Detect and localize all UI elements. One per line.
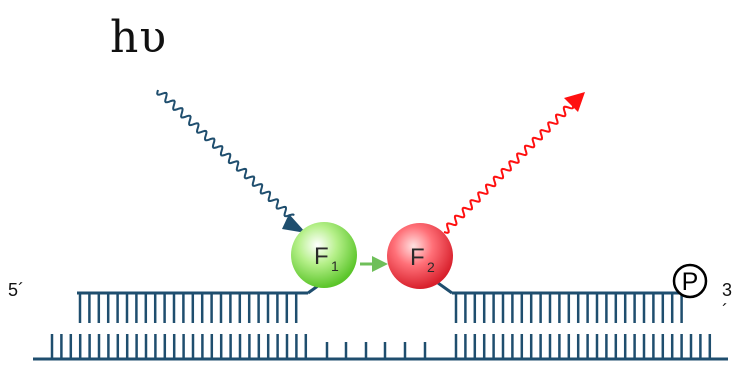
emission-photon-arrow: [443, 92, 585, 234]
phosphate-label: P: [682, 268, 699, 296]
acceptor-fluorophore: F 2: [387, 223, 453, 289]
target-strand: [33, 334, 728, 361]
phosphate-marker: P: [672, 263, 708, 299]
five-prime-label: 5´: [8, 280, 25, 300]
excitation-photon-arrow: [156, 89, 306, 233]
three-prime-label: 3´: [722, 280, 733, 321]
donor-letter: F: [314, 243, 329, 270]
donor-subscript: 1: [331, 258, 339, 274]
photon-label: hυ: [110, 12, 168, 63]
acceptor-letter: F: [410, 244, 425, 271]
energy-transfer-arrow: [360, 256, 388, 272]
left-probe-strand: [77, 281, 323, 323]
excitation-arrowhead: [282, 214, 306, 233]
emission-arrowhead: [564, 92, 585, 112]
donor-fluorophore: F 1: [291, 222, 357, 288]
right-probe-strand: [437, 281, 684, 323]
acceptor-subscript: 2: [427, 259, 435, 275]
acceptor-linker: [437, 281, 453, 295]
